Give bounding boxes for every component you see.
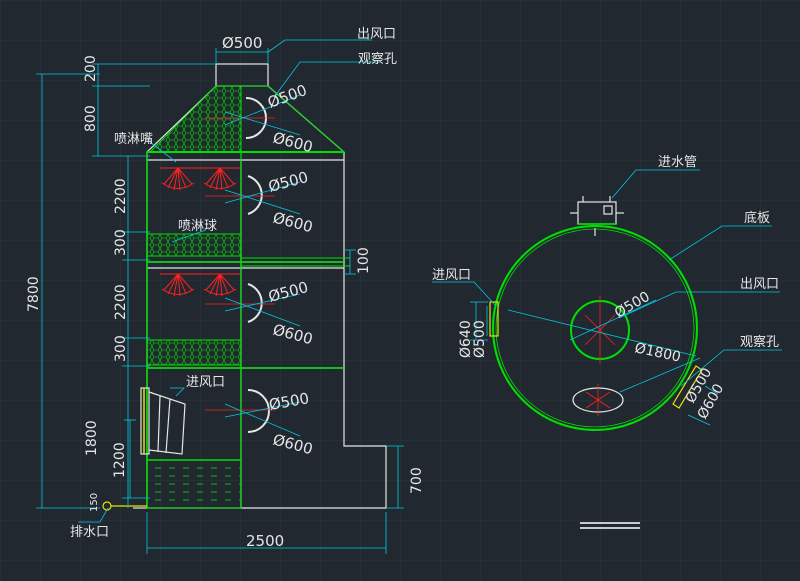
spray-ball-packing-2 [146,339,242,366]
dim-1200: 1200 [112,442,128,478]
dim-top-d640: Ø640 [458,320,474,358]
label-drain: 排水口 [70,525,109,540]
dim-top-d500: Ø500 [222,34,262,52]
label-viewport: 观察孔 [358,52,397,67]
dim-2200-upper: 2200 [113,178,129,214]
water-tank [146,459,242,509]
dim-2200-lower: 2200 [113,284,129,320]
label-water-inlet: 进水管 [658,155,697,170]
label-base-plate: 底板 [744,210,770,226]
top-inlet-flange [489,301,499,337]
label-top-outlet: 出风口 [740,277,779,292]
dim-700: 700 [409,467,425,494]
dim-top-d500-side: Ø500 [472,320,488,358]
label-top-inlet: 进风口 [432,268,471,283]
dim-100: 100 [356,247,372,274]
shell-circle [492,225,698,431]
top-view: 进水管 底板 进风口 出风口 观察孔 Ø500 Ø1800 Ø640 Ø500 … [432,155,782,529]
dim-width-2500: 2500 [246,532,284,550]
dim-200: 200 [83,55,99,82]
spray-nozzles-upper [161,167,237,191]
dim-1800: 1800 [84,420,100,456]
dim-150: 150 [89,493,100,512]
top-dimension-lines [432,169,782,426]
label-outlet: 出风口 [357,27,396,42]
spray-nozzles-lower [161,273,237,297]
spray-ball-packing-1 [146,233,242,257]
scale-bar [580,522,640,529]
air-inlet-duct [140,387,186,455]
dim-7800: 7800 [26,276,42,312]
label-spray-ball: 喷淋球 [178,219,217,234]
label-top-viewport: 观察孔 [740,335,779,350]
dimension-lines [36,39,404,554]
label-nozzle: 喷淋嘴 [114,132,153,147]
dim-300-lower: 300 [113,335,129,362]
top-side-viewport [672,365,703,409]
dim-300-upper: 300 [113,229,129,256]
dim-800: 800 [83,105,99,132]
label-inlet: 进风口 [186,375,225,390]
